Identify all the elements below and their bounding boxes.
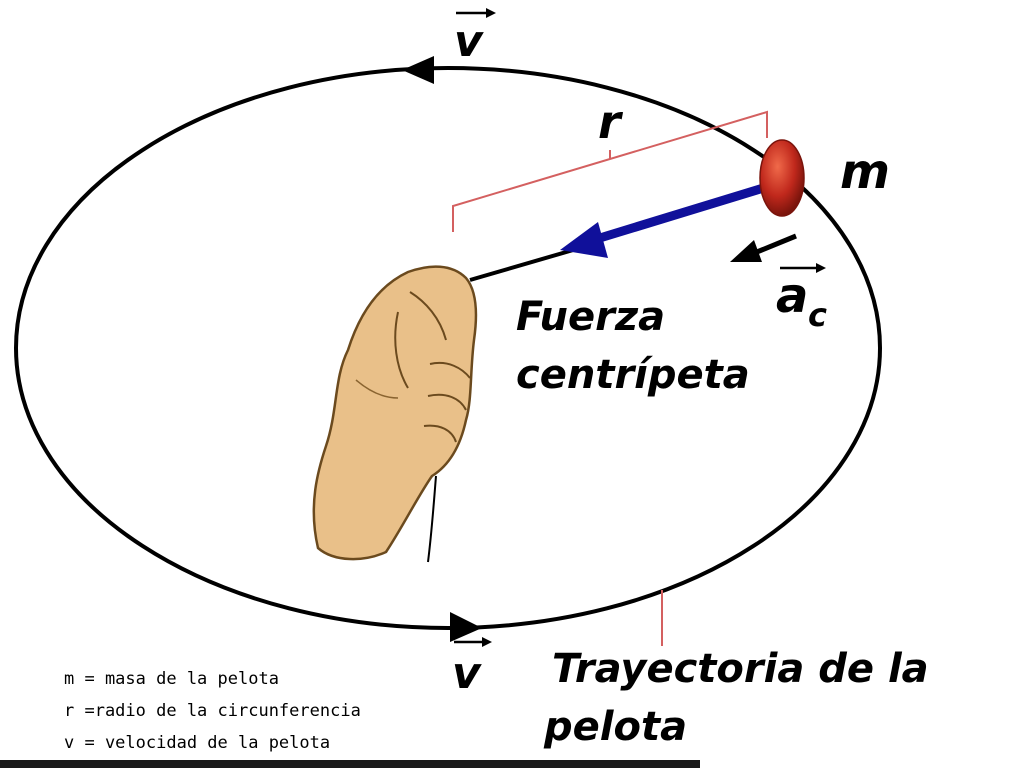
hand-icon: [312, 265, 478, 563]
force-label-line1: Fuerza: [516, 294, 665, 340]
vector-overbar-v-bottom: [454, 637, 492, 647]
bottom-strip: [0, 760, 700, 768]
acceleration-label: a: [776, 268, 808, 324]
force-label-line2: centrípeta: [516, 352, 750, 398]
vector-overbar-v-top: [456, 8, 496, 18]
trajectory-ellipse: [14, 66, 882, 630]
mass-label: m: [840, 144, 890, 200]
radius-bracket: [452, 110, 768, 232]
legend-radius: r =radio de la circunferencia: [64, 701, 361, 721]
trajectory-label-line2: pelota: [543, 704, 687, 750]
legend-velocity: v = velocidad de la pelota: [64, 733, 330, 753]
vector-overbar-accel: [780, 263, 826, 273]
orbit-arrowhead-top: [402, 56, 434, 84]
acceleration-subscript: c: [808, 296, 827, 334]
ball: [759, 139, 805, 217]
acceleration-arrow: [730, 233, 797, 262]
radius-label: r: [598, 95, 624, 149]
centripetal-force-arrow: [560, 181, 772, 258]
legend-mass: m = masa de la pelota: [64, 669, 279, 689]
legend: m = masa de la pelota r =radio de la cir…: [64, 669, 361, 753]
trajectory-label-line1: Trayectoria de la: [552, 646, 929, 692]
velocity-label-top: v: [454, 16, 484, 67]
velocity-label-bottom: v: [452, 648, 482, 699]
orbit-arrowhead-bottom: [450, 612, 482, 642]
string: [469, 246, 581, 282]
